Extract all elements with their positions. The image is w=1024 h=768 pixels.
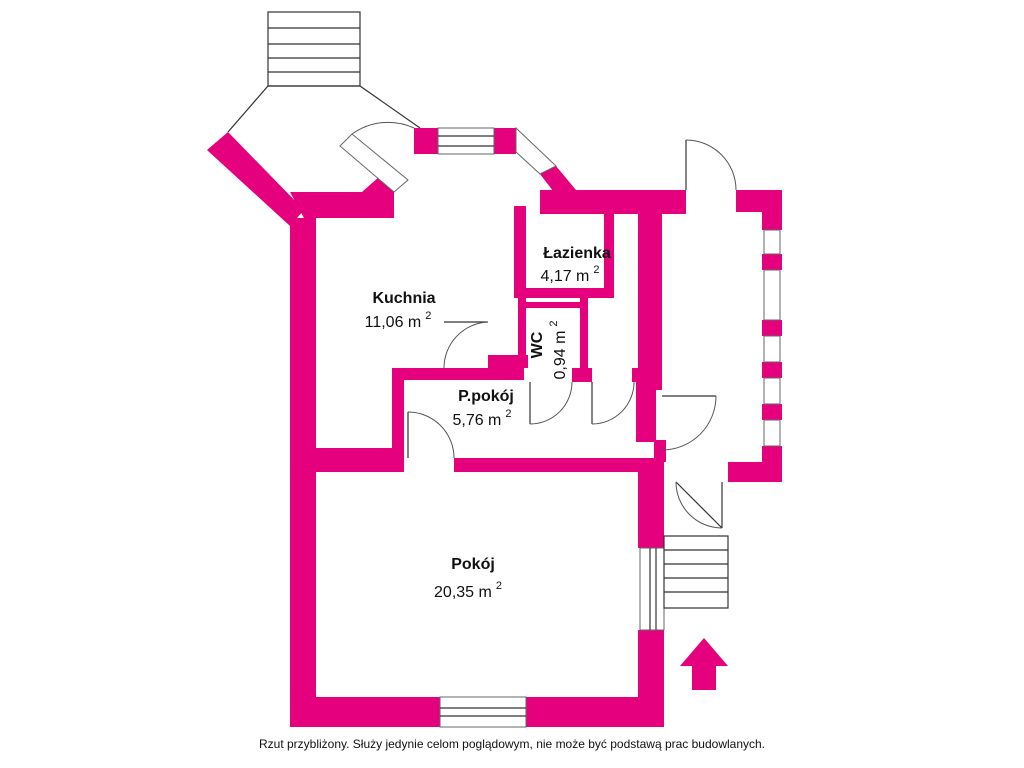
svg-text:5,76 m2: 5,76 m 2	[452, 408, 511, 429]
unit-superscript: 2	[496, 580, 502, 592]
room-name: P.pokój	[458, 388, 514, 405]
room-name: Łazienka	[543, 245, 611, 262]
unit-superscript: 2	[425, 310, 431, 322]
north-arrow-icon	[680, 638, 728, 690]
room-area: 11,06 m	[365, 314, 422, 331]
windows	[437, 126, 781, 728]
top-stairs	[227, 11, 421, 133]
room-area: 5,76 m	[452, 412, 501, 429]
disclaimer-note: Rzut przybliżony. Służy jedynie celom po…	[258, 737, 766, 751]
room-ppokoj: P.pokój 5,76 m 2	[452, 388, 513, 429]
unit-superscript: 2	[548, 320, 560, 326]
svg-text:20,35 m2: 20,35 m 2	[434, 580, 502, 601]
unit-superscript: 2	[505, 408, 511, 420]
room-area: 4,17 m	[540, 268, 589, 285]
room-wc: WC 0,94 m 2	[529, 320, 569, 379]
room-area: 0,94 m	[552, 331, 569, 380]
room-lazienka: Łazienka 4,17 m 2	[540, 245, 610, 285]
room-name: Pokój	[451, 556, 495, 573]
svg-text:0,94 m2: 0,94 m 2	[548, 320, 569, 379]
svg-text:4,17 m2: 4,17 m 2	[540, 264, 599, 285]
room-name: WC	[529, 331, 546, 358]
walls	[207, 128, 782, 727]
svg-text:11,06 m2: 11,06 m2	[365, 310, 432, 331]
room-name: Kuchnia	[372, 290, 435, 307]
side-stairs	[663, 535, 729, 609]
doors	[339, 121, 737, 529]
unit-superscript: 2	[593, 264, 599, 276]
room-pokoj: Pokój 20,35 m 2	[434, 556, 502, 601]
room-area: 20,35 m	[434, 584, 492, 601]
